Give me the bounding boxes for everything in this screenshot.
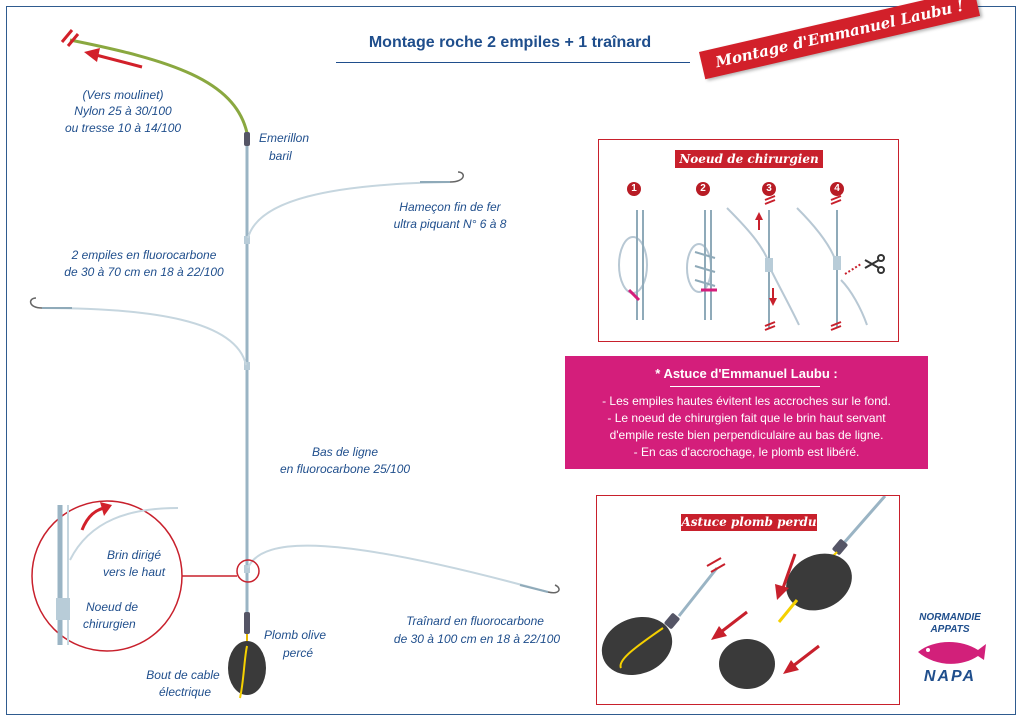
- knot-lower: [244, 362, 250, 370]
- label-brin-2: vers le haut: [103, 565, 166, 579]
- lead-swivel: [244, 612, 250, 634]
- label-bas-1: Bas de ligne: [311, 445, 379, 459]
- falling-arrows: [711, 553, 820, 674]
- logo-napa: NAPA: [923, 668, 977, 685]
- label-bas-2: en fluorocarbone 25/100: [279, 462, 411, 476]
- zoom-marker: [236, 559, 260, 583]
- logo-normandie: NORMANDIE: [919, 612, 981, 623]
- main-line: [69, 38, 249, 134]
- label-empiles-2: de 30 à 70 cm en 18 à 22/100: [64, 265, 224, 279]
- tip-line-3: d'empile reste bien perpendiculaire au b…: [609, 428, 884, 442]
- label-plomb-1: Plomb olive: [264, 628, 327, 642]
- tip-title: * Astuce d'Emmanuel Laubu :: [655, 366, 838, 381]
- label-bout-1: Bout de cable: [146, 668, 220, 682]
- lead-box-drawing: [601, 496, 887, 689]
- knot-step-4: [796, 195, 885, 331]
- step-number-2: 2: [696, 182, 710, 196]
- logo-appats: APPATS: [930, 624, 970, 635]
- hook-trailing: [547, 584, 560, 594]
- fish-icon: [918, 641, 986, 664]
- knot-step-3: [726, 195, 800, 331]
- label-baril: baril: [269, 149, 292, 163]
- label-nylon: Nylon 25 à 30/100: [74, 104, 172, 118]
- label-tresse: ou tresse 10 à 14/100: [64, 121, 182, 135]
- label-brin-1: Brin dirigé: [107, 548, 162, 562]
- tip-line-2: - Le noeud de chirurgien fait que le bri…: [607, 411, 886, 425]
- page-frame: [6, 6, 1016, 715]
- napa-logo: NORMANDIE APPATS NAPA: [912, 612, 988, 688]
- swivel: [244, 132, 250, 146]
- step-number-1: 1: [627, 182, 641, 196]
- lead-stuck: [601, 557, 726, 676]
- tip-title-underline: [670, 386, 820, 387]
- label-hamecon-1: Hameçon fin de fer: [399, 200, 501, 214]
- lead-box-title: Astuce plomb perdu: [681, 514, 817, 531]
- hook-upper: [449, 171, 464, 183]
- lead-falling: [719, 639, 775, 689]
- step-number-4: 4: [830, 182, 844, 196]
- knot-step-2: [686, 210, 717, 320]
- trailing-line: [247, 544, 549, 593]
- knot-box-title: Noeud de chirurgien: [675, 150, 823, 168]
- knot-box: Noeud de chirurgien 1 2 3 4: [598, 139, 899, 342]
- label-vers-moulinet: (Vers moulinet): [82, 88, 164, 102]
- label-empiles-1: 2 empiles en fluorocarbone: [71, 248, 217, 262]
- label-emerillon: Emerillon: [259, 131, 310, 145]
- label-plomb-2: percé: [283, 646, 314, 660]
- label-trainard-1: Traînard en fluorocarbone: [406, 614, 544, 628]
- knot-step-1: [618, 210, 648, 320]
- label-trainard-2: de 30 à 100 cm en 18 à 22/100: [393, 632, 561, 646]
- title-underline: [336, 62, 690, 63]
- lead-wire: [239, 645, 248, 699]
- knot-steps-drawing: [618, 195, 885, 331]
- dropper-left: [41, 307, 247, 366]
- tip-line-1: - Les empiles hautes évitent les accroch…: [602, 394, 891, 408]
- dropper-upper: [247, 181, 451, 239]
- lead-box: Astuce plomb perdu: [596, 495, 900, 705]
- tip-line-4: - En cas d'accrochage, le plomb est libé…: [633, 445, 860, 459]
- olive-lead: [228, 641, 266, 695]
- label-noeud-2: chirurgien: [83, 617, 136, 631]
- knot-bottom: [244, 565, 250, 573]
- label-hamecon-2: ultra piquant N° 6 à 8: [393, 217, 507, 231]
- direction-arrow: [84, 48, 143, 69]
- lead-released: [777, 496, 887, 623]
- page-title: Montage roche 2 empiles + 1 traînard: [368, 34, 652, 51]
- label-bout-2: électrique: [158, 685, 212, 699]
- step-number-3: 3: [762, 182, 776, 196]
- hook-left: [29, 297, 43, 309]
- tip-box: * Astuce d'Emmanuel Laubu : - Les empile…: [565, 356, 928, 469]
- knot-upper: [244, 236, 250, 244]
- zoom-inset: [31, 500, 183, 652]
- line-cut-mark: [60, 29, 80, 47]
- label-noeud-1: Noeud de: [86, 600, 139, 614]
